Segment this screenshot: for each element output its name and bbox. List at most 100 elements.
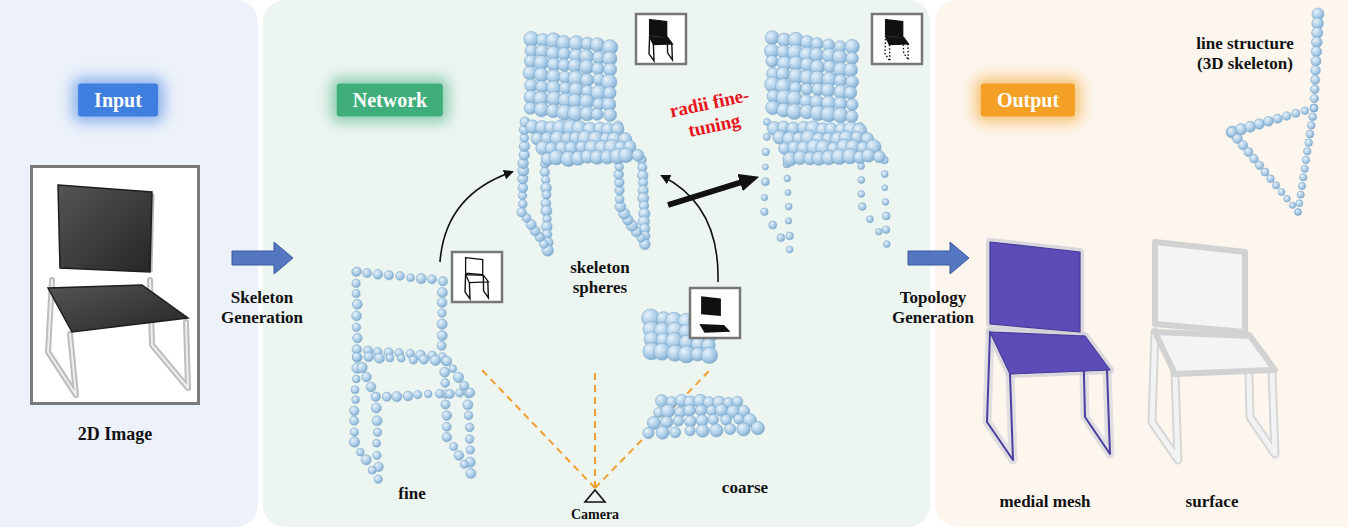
silhouette-icon bbox=[452, 252, 502, 302]
chair-back bbox=[58, 185, 152, 272]
sphere-skeletons bbox=[349, 8, 1324, 483]
skeleton-sphere bbox=[382, 392, 391, 401]
skeleton-sphere bbox=[442, 422, 451, 431]
skeleton-sphere bbox=[858, 191, 865, 198]
skeleton-sphere bbox=[442, 432, 451, 441]
icon-back bbox=[650, 20, 667, 37]
skeleton-sphere bbox=[374, 475, 382, 483]
skeleton-sphere bbox=[366, 382, 376, 392]
back-sheet bbox=[990, 242, 1080, 332]
skeleton-sphere bbox=[437, 319, 447, 329]
medial-mesh bbox=[987, 242, 1110, 460]
skeleton-sphere bbox=[373, 451, 381, 459]
skeleton-sphere bbox=[442, 356, 452, 366]
skeleton-sphere bbox=[368, 466, 376, 474]
skeleton-sphere bbox=[1310, 104, 1318, 112]
skeleton-sphere bbox=[437, 287, 447, 297]
skeleton-sphere bbox=[845, 39, 859, 53]
skeleton-sphere bbox=[762, 148, 770, 156]
camera-symbol bbox=[585, 490, 605, 502]
skeleton-sphere bbox=[463, 400, 473, 410]
skeleton-sphere bbox=[438, 309, 446, 317]
skeleton-sphere bbox=[737, 423, 750, 436]
skeleton-sphere bbox=[785, 190, 791, 196]
panel-heading: Input bbox=[78, 84, 158, 117]
image-frame: 2D Image bbox=[30, 165, 200, 405]
icon-seat bbox=[699, 324, 730, 333]
skeleton-sphere bbox=[761, 208, 769, 216]
skeleton-sphere bbox=[349, 437, 359, 447]
skeleton-sphere bbox=[858, 177, 865, 184]
skeleton-sphere bbox=[1289, 202, 1295, 208]
skeleton-sphere bbox=[696, 424, 709, 437]
skeleton-sphere bbox=[397, 354, 405, 362]
skeleton-sphere bbox=[1261, 168, 1269, 176]
skeleton-sphere bbox=[615, 195, 624, 204]
image-caption: 2D Image bbox=[78, 424, 153, 445]
seat-sheet bbox=[990, 332, 1110, 374]
skeleton-sphere bbox=[362, 268, 371, 277]
skeleton-sphere bbox=[619, 148, 634, 163]
skeleton-sphere bbox=[821, 83, 835, 97]
skeleton-sphere bbox=[353, 353, 362, 362]
skeleton-sphere bbox=[881, 171, 888, 178]
skeleton-sphere bbox=[1255, 161, 1263, 169]
skeleton-sphere bbox=[350, 406, 360, 416]
skeleton-sphere bbox=[785, 203, 792, 210]
panel-ground bbox=[935, 0, 1348, 527]
silhouette-icon bbox=[690, 288, 740, 338]
icon-back bbox=[466, 258, 483, 275]
skeleton-sphere bbox=[1311, 37, 1322, 48]
skeleton-sphere bbox=[430, 355, 440, 365]
skeleton-sphere bbox=[466, 446, 474, 454]
input-panel: Input 2D Image bbox=[0, 0, 258, 527]
skeleton-sphere bbox=[352, 311, 362, 321]
skeleton-sphere bbox=[724, 423, 735, 434]
skeleton-sphere bbox=[357, 362, 367, 372]
skeleton-sphere bbox=[352, 396, 360, 404]
skeleton-sphere bbox=[518, 199, 527, 208]
skeleton-sphere bbox=[373, 439, 381, 447]
chair-tube bbox=[48, 280, 188, 395]
arrow-label: Topology Generation bbox=[878, 288, 988, 329]
skeleton-sphere bbox=[424, 390, 432, 398]
skeleton-sphere bbox=[534, 68, 548, 82]
skeleton-sphere bbox=[846, 52, 858, 64]
skeleton-sphere bbox=[1301, 107, 1309, 115]
skeleton-sphere bbox=[1311, 66, 1321, 76]
skeleton-sphere bbox=[362, 372, 372, 382]
skeleton-sphere bbox=[763, 133, 770, 140]
skeleton-sphere bbox=[708, 414, 718, 424]
skeleton-sphere bbox=[1264, 116, 1274, 126]
skeleton-sphere bbox=[862, 149, 875, 162]
skeleton-sphere bbox=[396, 272, 405, 281]
skeleton-sphere bbox=[1254, 119, 1264, 129]
skeleton-sphere bbox=[437, 331, 447, 341]
skeleton-sphere bbox=[1282, 112, 1291, 121]
skeleton-sphere bbox=[1309, 113, 1317, 121]
skeleton-sphere bbox=[873, 151, 885, 163]
skeleton-sphere bbox=[765, 31, 779, 45]
skeleton-sphere bbox=[761, 178, 769, 186]
icon-seat bbox=[650, 37, 673, 45]
back-sheet bbox=[990, 242, 1080, 332]
skeleton-sphere bbox=[386, 354, 394, 362]
panel-heading: Network bbox=[337, 84, 443, 117]
skeleton-sphere bbox=[684, 404, 696, 416]
medial-hull bbox=[987, 242, 1110, 460]
skeleton-sphere bbox=[442, 411, 452, 421]
panel-ground bbox=[263, 0, 930, 527]
skeleton-sphere bbox=[592, 63, 604, 75]
camera-rays bbox=[480, 368, 712, 502]
skeleton-sphere bbox=[685, 426, 695, 436]
skeleton-sphere bbox=[352, 279, 360, 287]
skeleton-sphere bbox=[1292, 109, 1300, 117]
surface-mesh bbox=[1152, 242, 1275, 460]
skeleton-sphere bbox=[441, 379, 450, 388]
skeleton-sphere bbox=[769, 221, 777, 229]
chair-photo bbox=[48, 185, 188, 395]
output-label: line structure (3D skeleton) bbox=[1181, 34, 1309, 75]
tuning-arrow bbox=[668, 182, 742, 205]
skeleton-sphere bbox=[465, 423, 474, 432]
skeleton-sphere bbox=[351, 386, 359, 394]
